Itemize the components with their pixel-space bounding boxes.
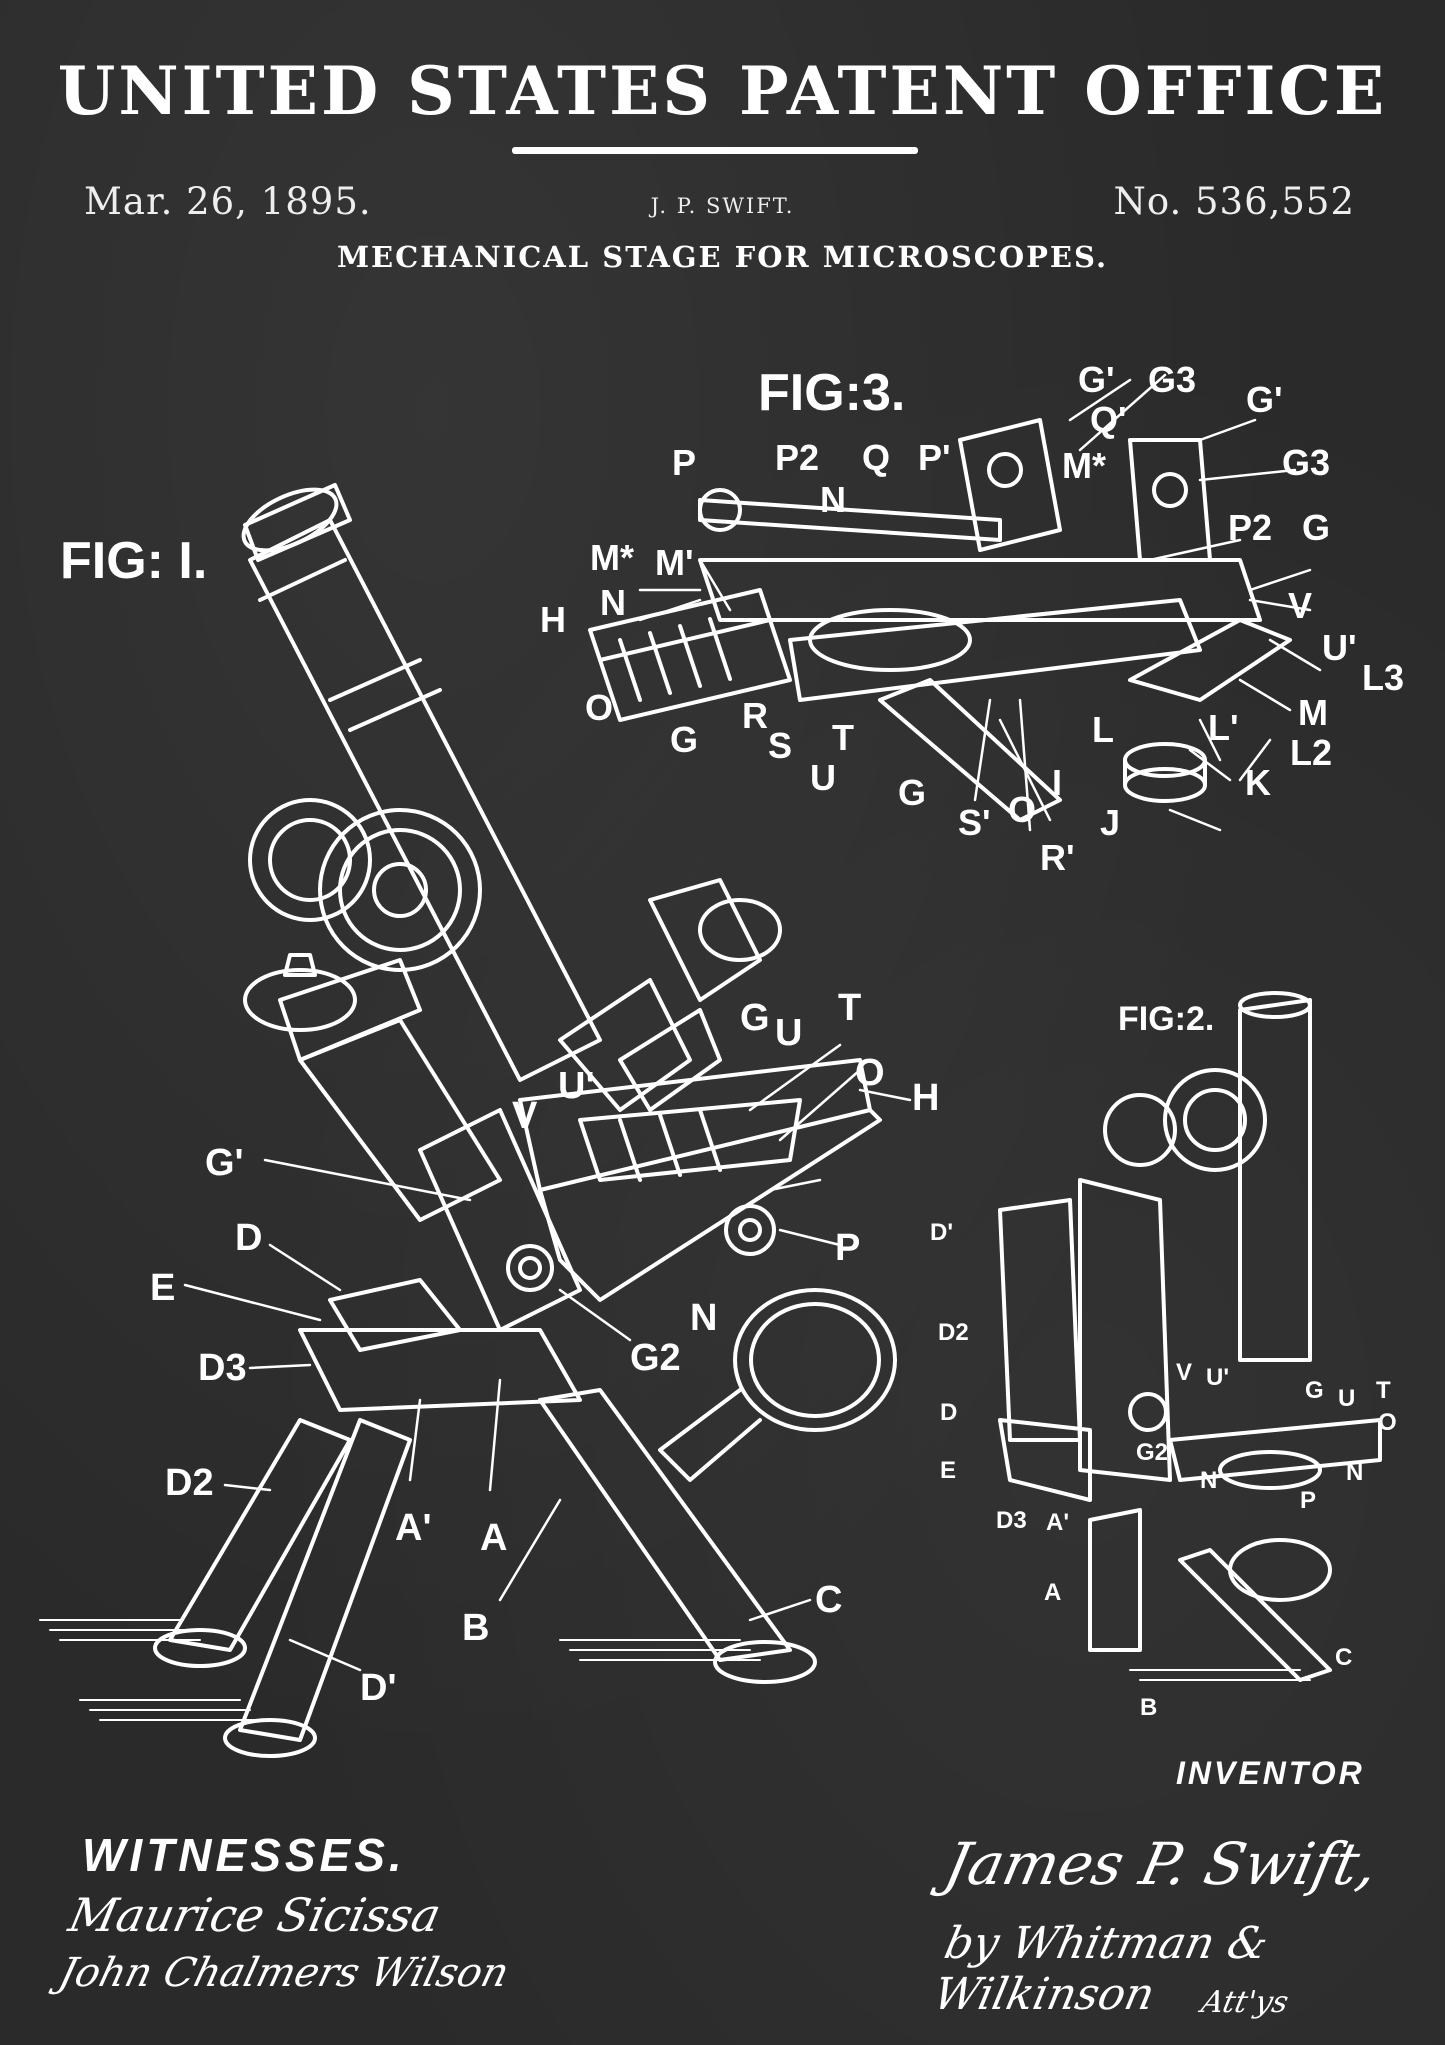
fig3-label: G (670, 719, 698, 760)
fig2-label: V (1176, 1359, 1192, 1386)
fig1-label: N (690, 1297, 717, 1339)
witnesses-heading: WITNESSES. (82, 1829, 406, 1881)
fig3-label: V (1288, 585, 1312, 626)
fig1-label: O (855, 1052, 885, 1094)
fig3-label: M (1298, 692, 1328, 733)
fig3-label: P2 (1228, 507, 1272, 548)
patent-date: Mar. 26, 1895. (84, 180, 372, 223)
fig1-label: G2 (630, 1337, 681, 1379)
fig1-label: A' (395, 1507, 431, 1549)
fig2-label: O (1378, 1409, 1397, 1436)
fig3-label: U (810, 757, 836, 798)
fig3-label: R (742, 695, 768, 736)
fig3-label: R' (1040, 837, 1075, 878)
fig1-label: V (512, 1095, 538, 1137)
fig2-label: C (1335, 1644, 1352, 1671)
fig3-label: M* (590, 537, 634, 578)
fig3-label: I (1052, 762, 1062, 803)
fig3-label: N (600, 582, 626, 623)
fig1-label: G' (205, 1142, 244, 1184)
title-divider (512, 147, 918, 154)
attorneys-signature: by Whitman & Wilkinson (929, 1918, 1273, 2020)
fig1-label: U' (558, 1065, 594, 1107)
fig3-label: S (768, 725, 792, 766)
fig1-caption: FIG: I. (60, 532, 207, 590)
fig3-label: J (1100, 802, 1120, 843)
inventor-heading: INVENTOR (1176, 1755, 1365, 1791)
fig3-label: U' (1322, 627, 1357, 668)
fig3-label: O (585, 687, 613, 728)
page-title: UNITED STATES PATENT OFFICE (57, 52, 1388, 130)
fig1-label: T (838, 987, 861, 1029)
fig1-label: U (775, 1012, 802, 1054)
fig3-label: G3 (1282, 442, 1330, 483)
fig2-label: E (940, 1457, 956, 1484)
fig1-label: E (150, 1267, 175, 1309)
patent-subtitle: MECHANICAL STAGE FOR MICROSCOPES. (336, 240, 1109, 274)
fig3-label: O (1008, 789, 1036, 830)
fig1-label: D2 (165, 1462, 214, 1504)
fig2-label: A' (1046, 1509, 1069, 1536)
fig2-label: G2 (1136, 1439, 1168, 1466)
fig2-label: P (1300, 1487, 1316, 1514)
fig3-label: G (898, 772, 926, 813)
patent-number: No. 536,552 (1113, 180, 1355, 223)
fig1-label: G (740, 997, 770, 1039)
fig3-label: M* (1062, 445, 1106, 486)
fig3-label: M' (655, 542, 694, 583)
fig1-label: D' (360, 1667, 396, 1709)
fig1-label: H (912, 1077, 939, 1119)
fig2-label: D (940, 1399, 957, 1426)
fig3-label: G3 (1148, 359, 1196, 400)
fig1-label: A (480, 1517, 507, 1559)
fig2-label: U' (1206, 1364, 1229, 1391)
fig1-label: D3 (198, 1347, 247, 1389)
fig3-label: G' (1246, 379, 1283, 420)
fig2-label: T (1376, 1377, 1391, 1404)
fig3-label: N (820, 479, 846, 520)
fig2-label: N (1200, 1467, 1217, 1494)
fig3-label: T (832, 717, 854, 758)
fig3-label: P2 (775, 437, 819, 478)
fig3-label: G (1302, 507, 1330, 548)
fig2-label: D' (930, 1219, 953, 1246)
witness-signature-1: Maurice Sicissa (64, 1888, 446, 1942)
fig2-label: B (1140, 1694, 1157, 1721)
fig3-label: L (1092, 709, 1114, 750)
fig3-label: H (540, 599, 566, 640)
fig3-label: L3 (1362, 657, 1404, 698)
fig3-label: P (672, 442, 696, 483)
fig1-label: C (815, 1579, 842, 1621)
inventor-signature: James P. Swift, (938, 1830, 1384, 1898)
witness-signature-2: John Chalmers Wilson (54, 1950, 514, 1996)
inventor-short-name: J. P. SWIFT. (650, 194, 795, 218)
fig1-label: D (235, 1217, 262, 1259)
fig2-label: D3 (996, 1507, 1027, 1534)
fig3-stage-illustration (588, 418, 1292, 822)
fig3-label: L' (1208, 707, 1239, 748)
fig2-label: D2 (938, 1319, 969, 1346)
fig2-label: U (1338, 1385, 1355, 1412)
fig2-label: A (1044, 1579, 1061, 1606)
fig3-label: P' (918, 437, 951, 478)
attorneys-suffix: Att'ys (1198, 1985, 1292, 2020)
fig3-label: G' (1078, 359, 1115, 400)
fig3-label: L2 (1290, 732, 1332, 773)
fig1-label: P (835, 1227, 860, 1269)
fig1-label: B (462, 1607, 489, 1649)
fig3-label: Q (862, 437, 890, 478)
fig1-microscope-illustration (39, 483, 897, 1758)
fig2-label: G (1305, 1377, 1324, 1404)
fig3-label: S' (958, 802, 991, 843)
fig3-label: Q' (1090, 399, 1127, 440)
fig3-caption: FIG:3. (758, 364, 905, 422)
fig2-label: N (1346, 1459, 1363, 1486)
fig3-label: K (1245, 762, 1271, 803)
fig2-caption: FIG:2. (1118, 1000, 1214, 1038)
fig2-microscope-illustration (998, 991, 1382, 1682)
